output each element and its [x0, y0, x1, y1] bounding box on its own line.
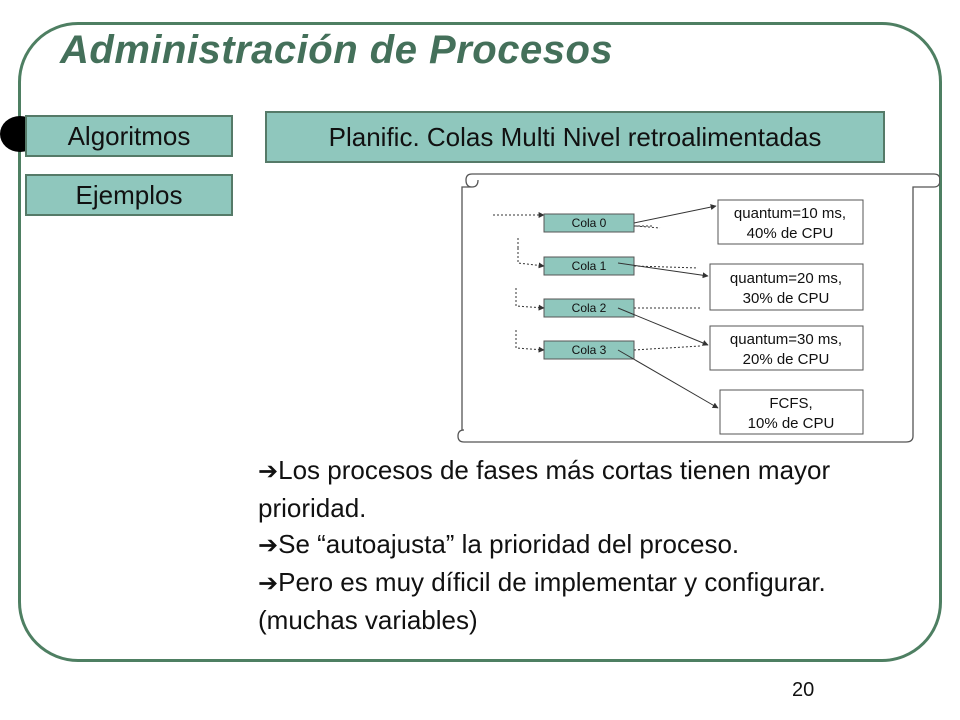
page-number: 20 — [792, 679, 815, 701]
bullet-text: Pero es muy díficil de implementar y con… — [258, 567, 826, 635]
descriptor-line1-1: quantum=20 ms, — [730, 270, 842, 287]
bullet-item: ➔Se “autoajusta” la prioridad del proces… — [258, 526, 898, 564]
section-header: Planific. Colas Multi Nivel retroaliment… — [265, 111, 885, 163]
multilevel-queue-diagram: Cola 0 Cola 1 Cola 2 Cola 3 quantum=10 m… — [457, 173, 940, 443]
descriptor-box-1 — [709, 263, 864, 311]
queue-label-0: Cola 0 — [572, 216, 607, 230]
queue-label-3: Cola 3 — [572, 343, 607, 357]
queue-label-1: Cola 1 — [572, 259, 607, 273]
descriptor-line2-0: 40% de CPU — [747, 225, 834, 242]
descriptor-line2-1: 30% de CPU — [743, 290, 830, 307]
scroll-frame — [457, 173, 940, 443]
bullet-text: Se “autoajusta” la prioridad del proceso… — [278, 529, 740, 559]
nav-button-ejemplos[interactable]: Ejemplos — [25, 174, 233, 216]
descriptor-line1-3: FCFS, — [769, 395, 812, 412]
descriptor-box-2 — [709, 325, 864, 371]
descriptor-line2-3: 10% de CPU — [748, 415, 835, 432]
arrow-right-icon: ➔ — [258, 532, 279, 559]
queue-label-2: Cola 2 — [572, 301, 607, 315]
bullet-text: Los procesos de fases más cortas tienen … — [258, 455, 831, 523]
arrow-right-icon: ➔ — [258, 570, 279, 597]
bullet-item: ➔Pero es muy díficil de implementar y co… — [258, 564, 898, 638]
bullet-list: ➔Los procesos de fases más cortas tienen… — [258, 452, 898, 638]
descriptor-box-3 — [719, 389, 864, 435]
bullet-item: ➔Los procesos de fases más cortas tienen… — [258, 452, 898, 526]
nav-button-algoritmos[interactable]: Algoritmos — [25, 115, 233, 157]
descriptor-line1-2: quantum=30 ms, — [730, 331, 842, 348]
slide-frame — [18, 22, 942, 662]
descriptor-box-0 — [717, 199, 864, 245]
slide-title: Administración de Procesos — [60, 28, 614, 72]
descriptor-line1-0: quantum=10 ms, — [734, 205, 846, 222]
descriptor-line2-2: 20% de CPU — [743, 351, 830, 368]
arrow-right-icon: ➔ — [258, 458, 279, 485]
